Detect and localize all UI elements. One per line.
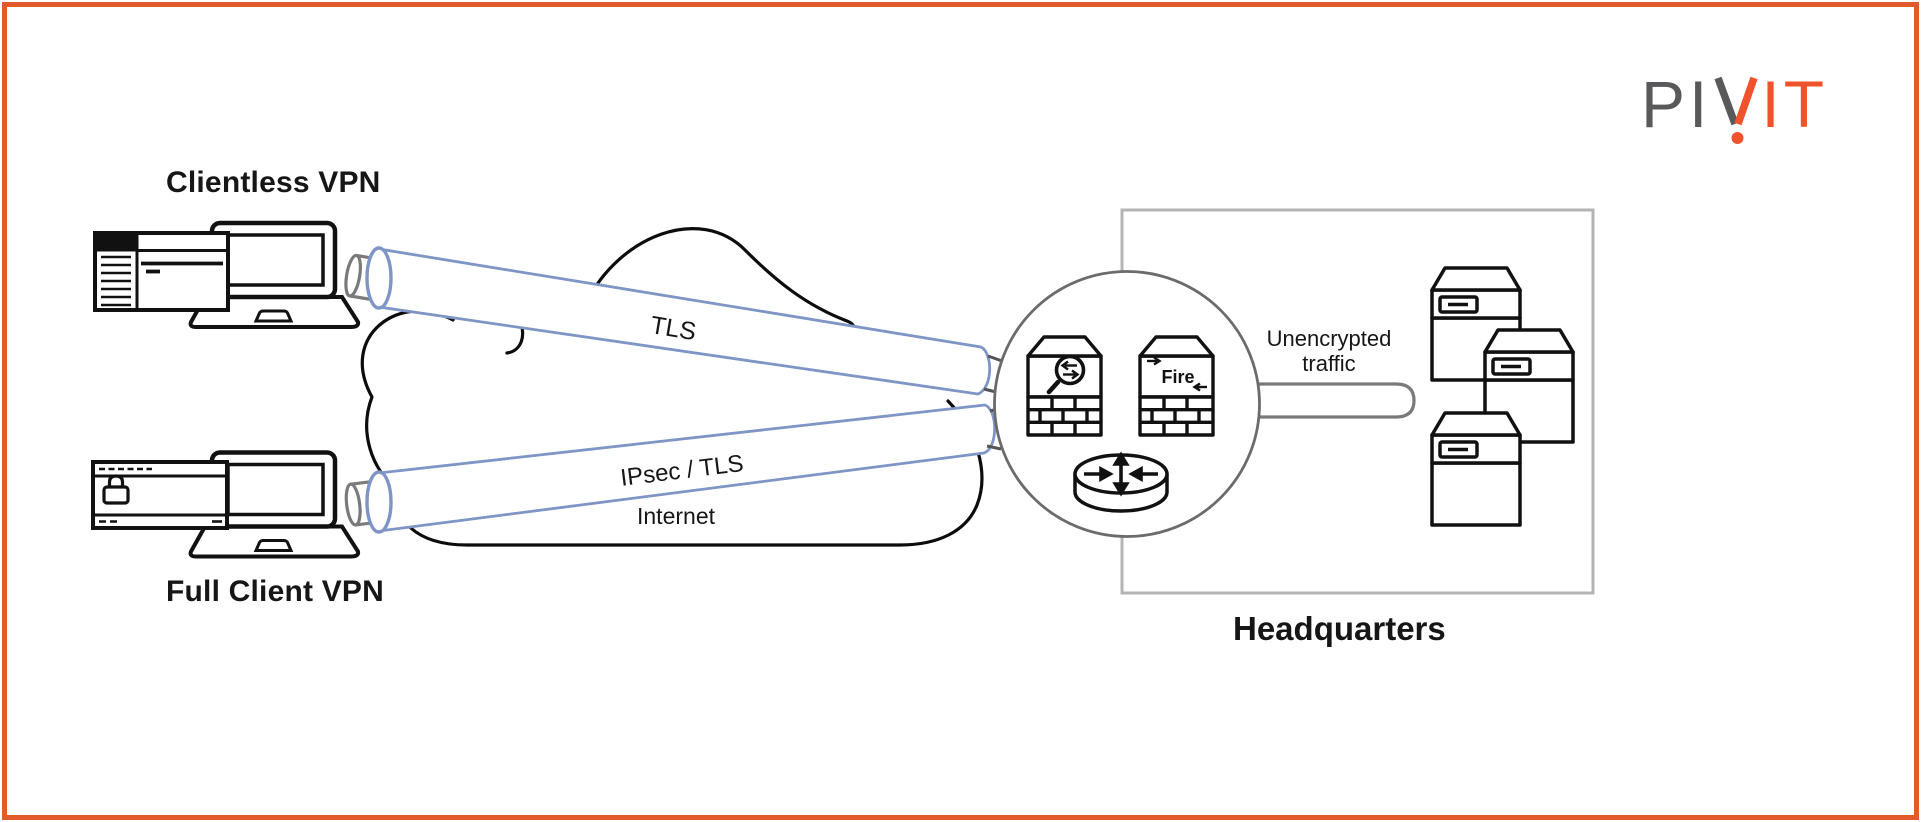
logo-v-glyph bbox=[1714, 76, 1758, 144]
internet-label: Internet bbox=[637, 503, 715, 529]
headquarters-label: Headquarters bbox=[1233, 610, 1446, 647]
browser-window-icon bbox=[93, 231, 230, 312]
logo-gray-letters: PI bbox=[1641, 67, 1712, 141]
logo-dot bbox=[1731, 132, 1744, 144]
vpn-client-window-icon bbox=[91, 460, 229, 530]
router-icon bbox=[1073, 451, 1169, 513]
server-icon bbox=[1430, 411, 1522, 527]
firewall-icon: Fire bbox=[1138, 335, 1215, 437]
unencrypted-traffic-line1: Unencrypted bbox=[1266, 326, 1392, 351]
ipsec-tunnel bbox=[344, 403, 996, 534]
unencrypted-pipe bbox=[1245, 382, 1416, 419]
clientless-vpn-label: Clientless VPN bbox=[166, 166, 381, 199]
inspection-firewall-icon bbox=[1026, 335, 1103, 437]
unencrypted-traffic-line2: traffic bbox=[1302, 351, 1356, 376]
logo-orange-letters: IT bbox=[1761, 67, 1829, 141]
tls-tunnel bbox=[344, 246, 992, 396]
server-icons bbox=[1430, 266, 1575, 527]
unencrypted-traffic-note: Unencrypted traffic bbox=[1256, 326, 1402, 376]
firewall-label: Fire bbox=[1161, 367, 1194, 387]
pivit-logo: PI IT bbox=[1641, 71, 1828, 153]
lock-icon bbox=[102, 474, 130, 505]
full-client-vpn-label: Full Client VPN bbox=[166, 575, 385, 608]
